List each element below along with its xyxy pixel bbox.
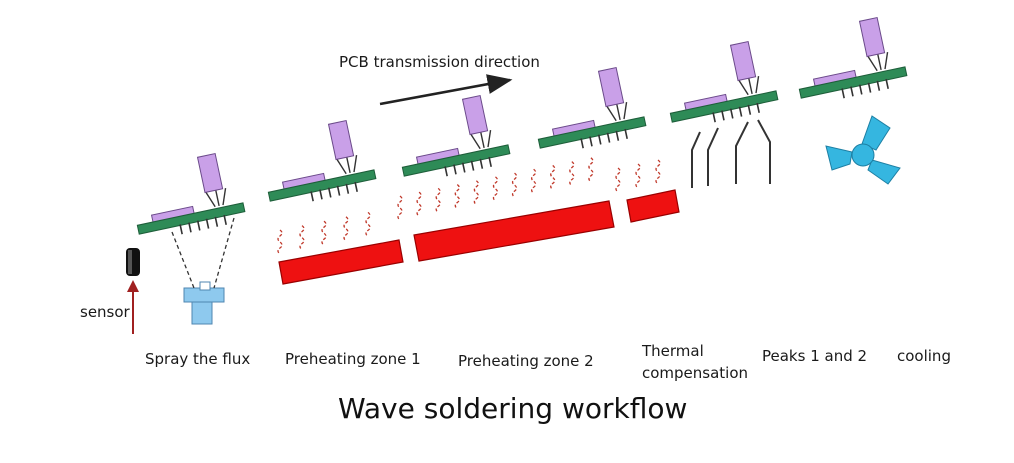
pcb-board-flux (136, 152, 246, 235)
stage-label-peaks: Peaks 1 and 2 (762, 347, 868, 365)
pcb-board-preheat-1 (267, 119, 377, 202)
pcb-board-preheat-2-b (537, 66, 647, 149)
direction-arrow (379, 74, 513, 106)
stage-label-preheat-2: Preheating zone 2 (458, 352, 594, 370)
pcb-board-peaks (669, 40, 779, 123)
heater-zone-1 (278, 239, 404, 285)
solder-wave-nozzles (691, 119, 771, 188)
heat-waves-zone-1 (277, 211, 371, 255)
heater-thermal-compensation (626, 189, 680, 223)
stage-label-thermal-compensation: Thermal compensation (642, 342, 749, 382)
heater-zone-2 (413, 200, 615, 262)
pcb-board-cooling (798, 16, 908, 99)
direction-label: PCB transmission direction (339, 53, 540, 71)
pcb-board-preheat-2-a (401, 94, 511, 177)
stage-label-cooling: cooling (897, 347, 951, 365)
heat-waves-compensation (615, 159, 661, 193)
cooling-fan (825, 115, 901, 185)
stage-label-preheat-1: Preheating zone 1 (285, 350, 421, 368)
sensor-label: sensor (80, 303, 130, 321)
flux-nozzle (183, 281, 225, 325)
diagram-title: Wave soldering workflow (338, 392, 688, 425)
sensor-device (126, 248, 140, 334)
heat-waves-zone-2 (397, 157, 594, 221)
stage-label-flux: Spray the flux (145, 350, 251, 368)
